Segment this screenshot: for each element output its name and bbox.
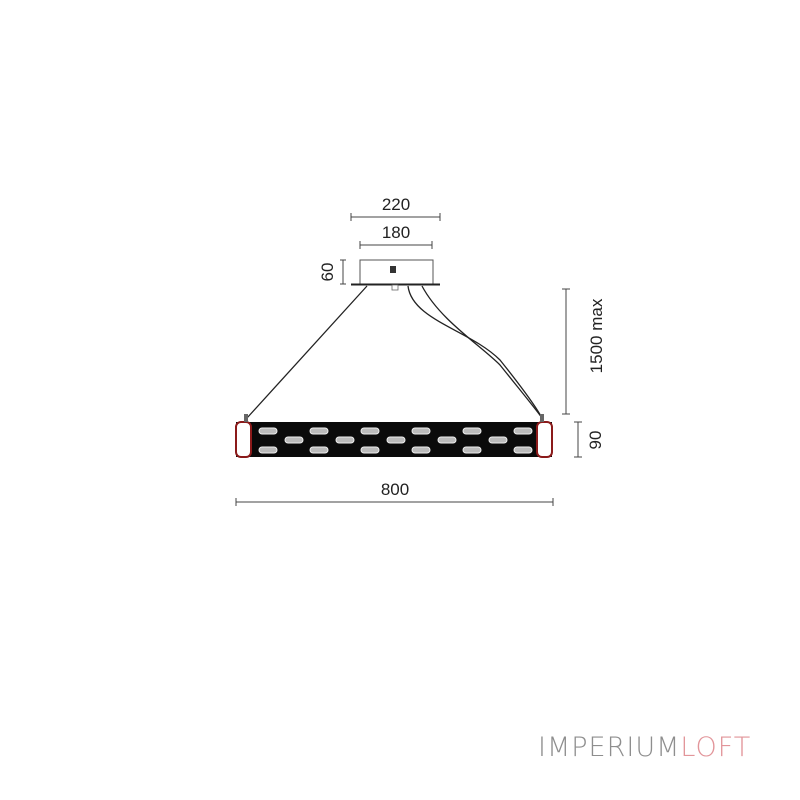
crystal <box>360 427 380 435</box>
brand-logo: IMPERIUMLOFT <box>538 732 751 763</box>
crystal <box>513 446 533 454</box>
crystal <box>284 436 304 444</box>
crystal <box>411 446 431 454</box>
dim-label-800: 800 <box>381 480 409 499</box>
dim-label-1500: 1500 max <box>587 298 606 373</box>
logo-part-1: IMPERIUM <box>538 732 681 763</box>
crystal <box>411 427 431 435</box>
crystal <box>386 436 406 444</box>
crystal <box>309 446 329 454</box>
crystal <box>513 427 533 435</box>
dim-label-90: 90 <box>586 431 605 450</box>
crystal <box>462 446 482 454</box>
lamp-body <box>235 414 553 458</box>
logo-part-2: LOFT <box>680 732 752 763</box>
crystal <box>437 436 457 444</box>
crystal <box>360 446 380 454</box>
crystal <box>335 436 355 444</box>
crystal <box>258 427 278 435</box>
dim-label-180: 180 <box>382 223 410 242</box>
suspension-cables <box>246 285 543 419</box>
crystal <box>488 436 508 444</box>
crystal <box>258 446 278 454</box>
crystal <box>309 427 329 435</box>
canopy <box>351 259 440 291</box>
dim-label-60: 60 <box>318 263 337 282</box>
crystal <box>462 427 482 435</box>
dim-label-220: 220 <box>382 195 410 214</box>
